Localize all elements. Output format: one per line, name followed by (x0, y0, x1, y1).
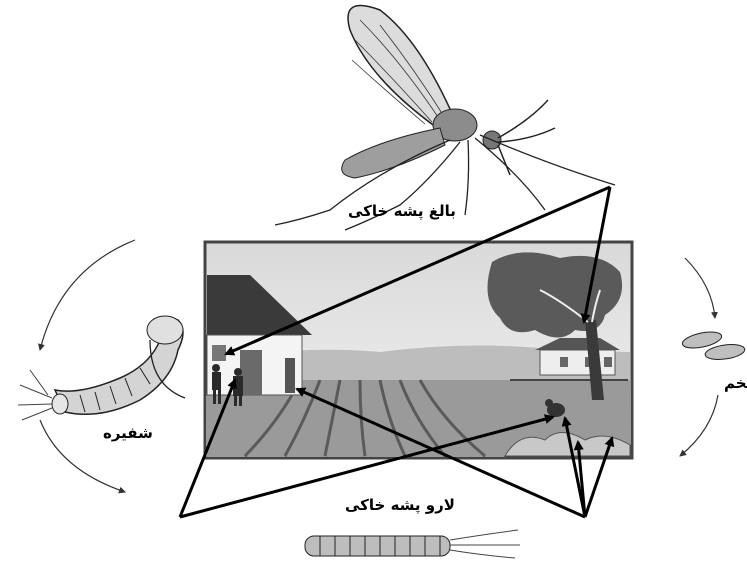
larva-label: لارو پشه خاکی (345, 496, 455, 514)
egg-label: تخم (724, 374, 747, 392)
sand-fly-pupa-icon (18, 316, 185, 420)
pupa-label: شفیره (103, 424, 153, 442)
sand-fly-adult-icon (275, 6, 615, 231)
adult-label: بالغ پشه خاکی (348, 202, 456, 220)
sand-fly-larva-icon (305, 530, 520, 558)
sand-fly-egg-icon (681, 329, 746, 362)
